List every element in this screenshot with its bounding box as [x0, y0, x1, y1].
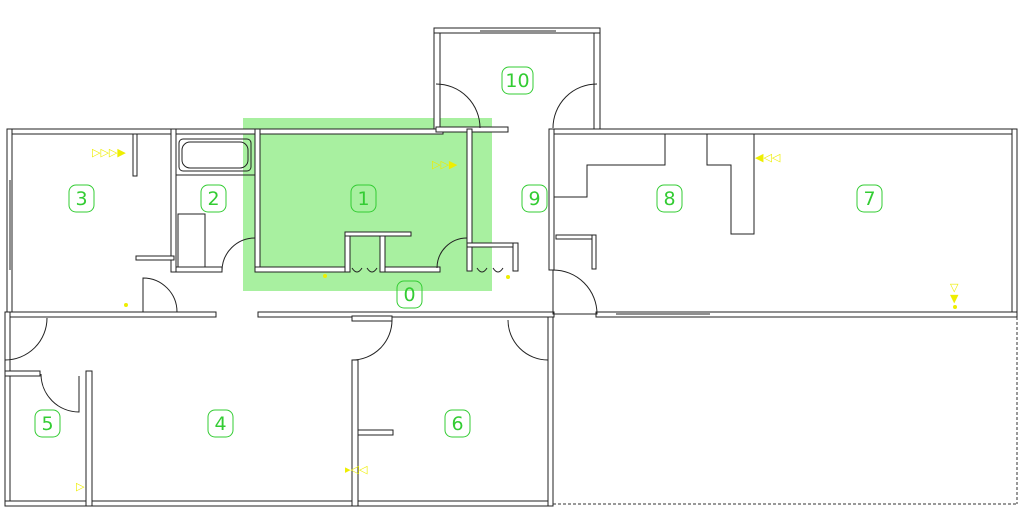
sensor-dot-room-0	[323, 274, 327, 278]
svg-text:1: 1	[357, 188, 369, 210]
room-label-3[interactable]: 3	[68, 184, 95, 213]
svg-text:10: 10	[505, 70, 529, 92]
dashed-outline	[553, 317, 1018, 505]
svg-text:9: 9	[528, 188, 540, 210]
room-8-walls	[554, 134, 755, 270]
svg-text:5: 5	[41, 413, 53, 435]
lower-walls	[4, 311, 554, 507]
sensor-markers: ▷▷▷▶ ▷▷▶ ◀◁◁ ▸◁◁ ▽ ▼ ▷	[76, 146, 959, 493]
svg-text:0: 0	[403, 284, 415, 306]
room-3-walls	[132, 133, 178, 313]
sensor-dot-room-9	[506, 275, 510, 279]
room-label-5[interactable]: 5	[34, 409, 61, 438]
svg-text:2: 2	[207, 188, 219, 210]
sensor-dot-room-7	[953, 305, 957, 309]
room-2-walls	[170, 128, 256, 273]
svg-text:8: 8	[663, 188, 675, 210]
room-label-0[interactable]: 0	[396, 280, 423, 309]
svg-text:6: 6	[451, 413, 463, 435]
sensor-marker-room-7b: ▼	[950, 292, 959, 305]
room-label-2[interactable]: 2	[200, 184, 227, 213]
room-label-8[interactable]: 8	[656, 184, 683, 213]
room-label-4[interactable]: 4	[207, 409, 234, 438]
room-label-6[interactable]: 6	[444, 409, 471, 438]
highlighted-room-area	[243, 118, 492, 291]
svg-text:7: 7	[863, 188, 875, 210]
sensor-marker-room-6: ▸◁◁	[345, 463, 368, 476]
room-label-10[interactable]: 10	[501, 66, 534, 95]
svg-text:4: 4	[214, 413, 226, 435]
sensor-marker-room-1: ▷▷▶	[432, 158, 458, 171]
room-9-walls	[435, 83, 598, 315]
upper-walls	[4, 126, 1018, 318]
room-label-7[interactable]: 7	[856, 184, 883, 213]
sensor-marker-room-3: ▷▷▷▶	[92, 146, 126, 159]
svg-text:3: 3	[75, 188, 87, 210]
room-1-walls	[254, 128, 519, 273]
sensor-marker-room-7: ▽	[950, 281, 959, 294]
sensor-marker-room-8: ◀◁◁	[755, 151, 781, 164]
sensor-dot-room-3	[124, 303, 128, 307]
room-label-1[interactable]: 1	[350, 184, 377, 213]
sensor-marker-room-5: ▷	[76, 480, 85, 493]
room-label-9[interactable]: 9	[521, 184, 548, 213]
